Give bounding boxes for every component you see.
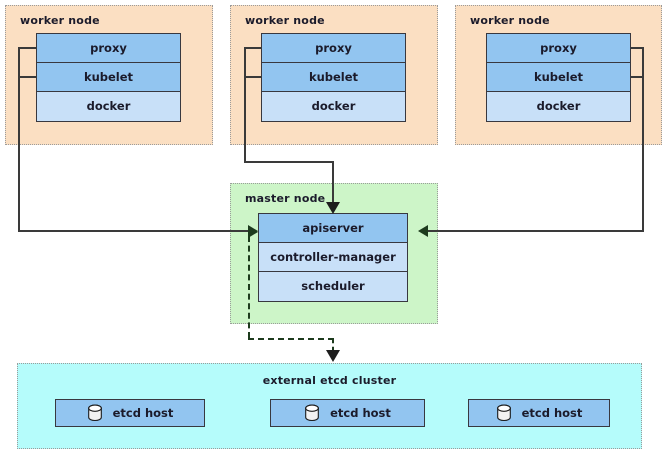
connector-etcd-apiserver-arrowhead (248, 226, 258, 238)
worker-node-2-kubelet[interactable]: kubelet (262, 63, 405, 92)
connector-w1-proxy-stub (18, 47, 37, 49)
worker-node-2-docker[interactable]: docker (262, 92, 405, 121)
worker-node-3-components: proxy kubelet docker (486, 33, 631, 122)
worker-node-3-kubelet[interactable]: kubelet (487, 63, 630, 92)
external-etcd-cluster-title: external etcd cluster (262, 374, 397, 387)
worker-node-3-proxy[interactable]: proxy (487, 34, 630, 63)
worker-node-1-kubelet[interactable]: kubelet (37, 63, 180, 92)
worker-node-3-docker[interactable]: docker (487, 92, 630, 121)
connector-etcd-horizontal (248, 338, 334, 340)
connector-w3-arrowhead (418, 225, 428, 237)
connector-w3-proxy-stub (631, 47, 644, 49)
connector-etcd-vertical-down (332, 338, 334, 352)
connector-w2-kubelet-stub (244, 76, 262, 78)
connector-w2-vertical-into-apiserver (332, 161, 334, 205)
master-node-apiserver[interactable]: apiserver (259, 214, 407, 243)
connector-w1-horizontal (18, 230, 250, 232)
worker-node-2-components: proxy kubelet docker (261, 33, 406, 122)
connector-w3-vertical (642, 47, 644, 232)
etcd-host-2-label: etcd host (330, 406, 391, 420)
worker-node-1-components: proxy kubelet docker (36, 33, 181, 122)
connector-w2-proxy-stub (244, 47, 262, 49)
worker-node-1-title: worker node (20, 14, 100, 27)
database-icon (305, 404, 319, 422)
master-node-title: master node (245, 192, 326, 205)
connector-w3-horizontal (428, 230, 644, 232)
master-node-scheduler[interactable]: scheduler (259, 272, 407, 301)
connector-w1-kubelet-stub (18, 76, 37, 78)
master-node-components: apiserver controller-manager scheduler (258, 213, 408, 302)
connector-w1-vertical (18, 47, 20, 232)
connector-w2-arrowhead (326, 202, 340, 214)
database-icon (496, 404, 511, 422)
database-icon (87, 404, 102, 422)
etcd-host-2[interactable]: etcd host (270, 399, 425, 427)
etcd-host-1-label: etcd host (112, 406, 174, 420)
connector-w2-horizontal (244, 161, 334, 163)
worker-node-2-title: worker node (245, 14, 325, 27)
etcd-host-3[interactable]: etcd host (468, 399, 610, 427)
connector-etcd-vertical-up (248, 236, 250, 338)
etcd-host-1[interactable]: etcd host (55, 399, 205, 427)
master-node-controller-manager[interactable]: controller-manager (259, 243, 407, 272)
connector-w2-vertical-down (244, 47, 246, 163)
connector-etcd-arrowhead (326, 350, 340, 362)
worker-node-2-proxy[interactable]: proxy (262, 34, 405, 63)
connector-w3-kubelet-stub (631, 76, 644, 78)
worker-node-1-proxy[interactable]: proxy (37, 34, 180, 63)
worker-node-3-title: worker node (470, 14, 550, 27)
etcd-host-3-label: etcd host (521, 406, 583, 420)
worker-node-1-docker[interactable]: docker (37, 92, 180, 121)
